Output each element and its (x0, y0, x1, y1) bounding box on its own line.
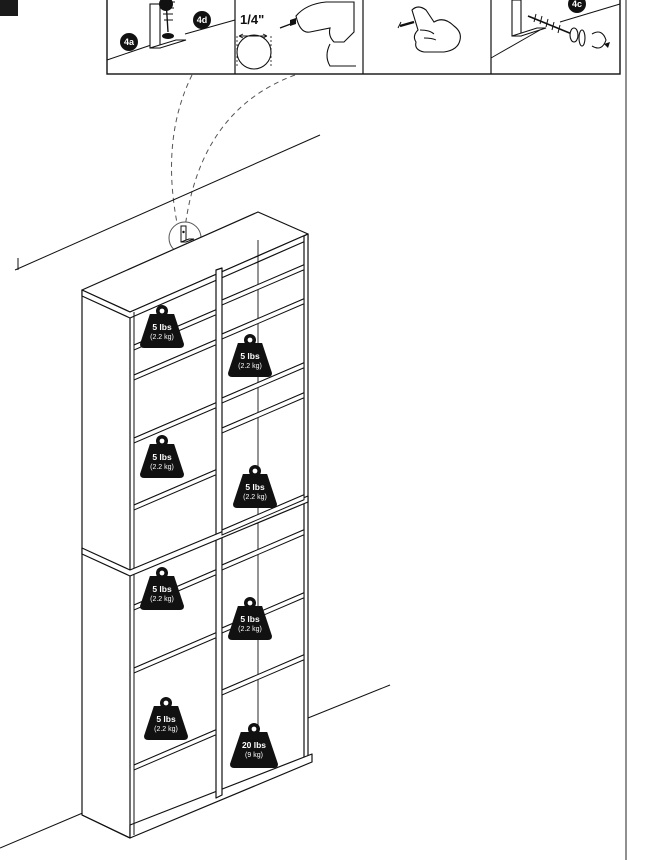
weight-handle-hole (159, 570, 165, 576)
weight-sub-label: (2.2 kg) (238, 363, 262, 370)
weight-tags: 5 lbs(2.2 kg)5 lbs(2.2 kg)5 lbs(2.2 kg)5… (140, 305, 278, 768)
weight-main-label: 5 lbs (240, 351, 260, 361)
weight-main-label: 5 lbs (152, 584, 172, 594)
shelf-left-1-edge (133, 338, 217, 381)
weight-handle-hole (252, 468, 258, 474)
callout-4c: 4c (572, 0, 582, 9)
callout-4d: 4d (197, 15, 208, 25)
drill-hole-icon (236, 34, 272, 70)
weight-sub-label: (2.2 kg) (150, 334, 174, 341)
shelf-right-7-edge (221, 653, 305, 696)
step-panel-anchor (397, 6, 461, 53)
weight-sub-label: (2.2 kg) (150, 464, 174, 471)
shelf-left-3-edge (133, 468, 217, 511)
weight-handle-hole (159, 308, 165, 314)
rotate-arrow-icon (591, 31, 607, 49)
weight-sub-label: (2.2 kg) (243, 494, 267, 501)
weight-main-label: 5 lbs (156, 714, 176, 724)
weight-tag: 20 lbs (9 kg) (230, 723, 278, 768)
l-bracket-icon (149, 3, 161, 49)
mount-screw-icon (527, 15, 573, 35)
step-panel-mount: 4c (490, 0, 621, 59)
step-panel-bracket: 4a 4d (106, 0, 236, 61)
weight-icon (233, 474, 277, 508)
shelf-left-6-edge (133, 728, 217, 771)
shelf-right-5-edge (221, 528, 305, 571)
shelf-right-3-edge (221, 391, 305, 434)
callout-4c-icon (568, 0, 586, 13)
weight-icon (144, 706, 188, 740)
bookcase (81, 211, 313, 839)
shelf-right-1-edge (221, 297, 305, 340)
weight-handle-hole (159, 438, 165, 444)
weight-icon (230, 732, 278, 768)
page-corner-tab (0, 0, 18, 16)
leader-line-right (184, 74, 296, 229)
weight-tag: 5 lbs (2.2 kg) (233, 465, 277, 508)
weight-sub-label: (2.2 kg) (150, 596, 174, 603)
weight-main-label: 5 lbs (240, 614, 260, 624)
hand-icon (411, 6, 461, 53)
callout-4a: 4a (124, 37, 135, 47)
callout-4d-icon (193, 11, 211, 29)
step-panel-drill: 1/4" (236, 1, 356, 70)
weight-main-label: 5 lbs (152, 452, 172, 462)
callout-4a-icon (120, 33, 138, 51)
weight-handle-hole (251, 726, 257, 732)
step-panels: 4a 4d 1/4" (106, 0, 621, 75)
wall-lines (0, 134, 391, 849)
drill-icon (279, 1, 356, 67)
weight-main-label: 5 lbs (152, 322, 172, 332)
weight-sub-label: (2.2 kg) (238, 626, 262, 633)
weight-handle-hole (163, 700, 169, 706)
weight-icon (228, 343, 272, 377)
weight-sub-label: (9 kg) (245, 752, 263, 759)
weight-handle-hole (247, 600, 253, 606)
shelf-right-4-edge (221, 493, 305, 536)
weight-tag: 5 lbs (2.2 kg) (144, 697, 188, 740)
weight-icon (140, 444, 184, 478)
shelf-right-2-edge (221, 361, 305, 404)
weight-tag: 5 lbs (2.2 kg) (228, 334, 272, 377)
weight-main-label: 5 lbs (245, 482, 265, 492)
weight-tag: 5 lbs (2.2 kg) (228, 597, 272, 640)
shelf-right-0-edge (221, 263, 305, 306)
weight-tag: 5 lbs (2.2 kg) (140, 305, 184, 348)
weight-tag: 5 lbs (2.2 kg) (140, 435, 184, 478)
shelf-left-5-edge (133, 631, 217, 674)
weight-sub-label: (2.2 kg) (154, 726, 178, 733)
weight-icon (228, 606, 272, 640)
drill-size-label: 1/4" (240, 12, 264, 27)
weight-icon (140, 314, 184, 348)
leader-line-left (171, 74, 193, 229)
weight-tag: 5 lbs (2.2 kg) (140, 567, 184, 610)
weight-icon (140, 576, 184, 610)
weight-main-label: 20 lbs (242, 740, 266, 750)
wall-bracket-icon (511, 0, 522, 37)
weight-handle-hole (247, 337, 253, 343)
shelf-left-2-edge (133, 401, 217, 444)
bracket-detail-icon (180, 225, 187, 243)
